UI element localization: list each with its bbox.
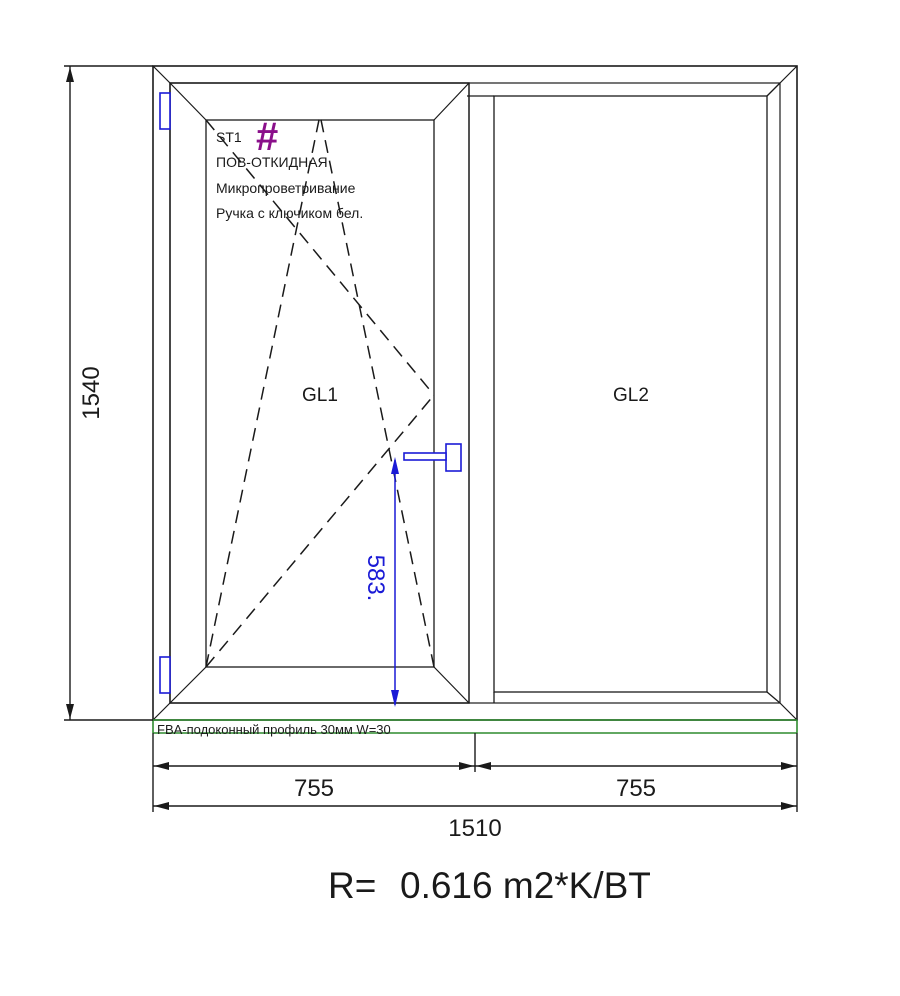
note-tilt-turn: ПОВ-ОТКИДНАЯ [216, 154, 328, 170]
height-dimension-label: 1540 [78, 366, 105, 419]
handle-height-dimension [391, 457, 399, 707]
width-right-label: 755 [616, 775, 656, 802]
hash-icon: # [256, 115, 278, 159]
resistance-value: 0.616 m2*K/BT [400, 865, 651, 906]
width-total-label: 1510 [448, 815, 501, 842]
width-left-label: 755 [294, 775, 334, 802]
hinge-icon [159, 92, 171, 694]
glass-label-right: GL2 [613, 385, 649, 406]
sill-profile-label: FBA-подоконный профиль 30мм W=30 [157, 722, 391, 737]
note-handle-with-key: Ручка с ключиком бел. [216, 205, 363, 221]
width-dimensions [152, 733, 798, 812]
handle-icon [403, 443, 462, 472]
handle-height-label: 583. [362, 555, 389, 602]
sash-mark-label: ST1 [216, 129, 242, 145]
resistance-prefix: R= [328, 865, 376, 906]
left-sash [169, 82, 470, 704]
height-dimension [64, 65, 153, 721]
right-fixed-pane [467, 82, 781, 704]
opening-scheme-dashed-lines [205, 114, 435, 668]
glass-label-left: GL1 [302, 385, 338, 406]
note-micro-ventilation: Микропроветривание [216, 180, 356, 196]
